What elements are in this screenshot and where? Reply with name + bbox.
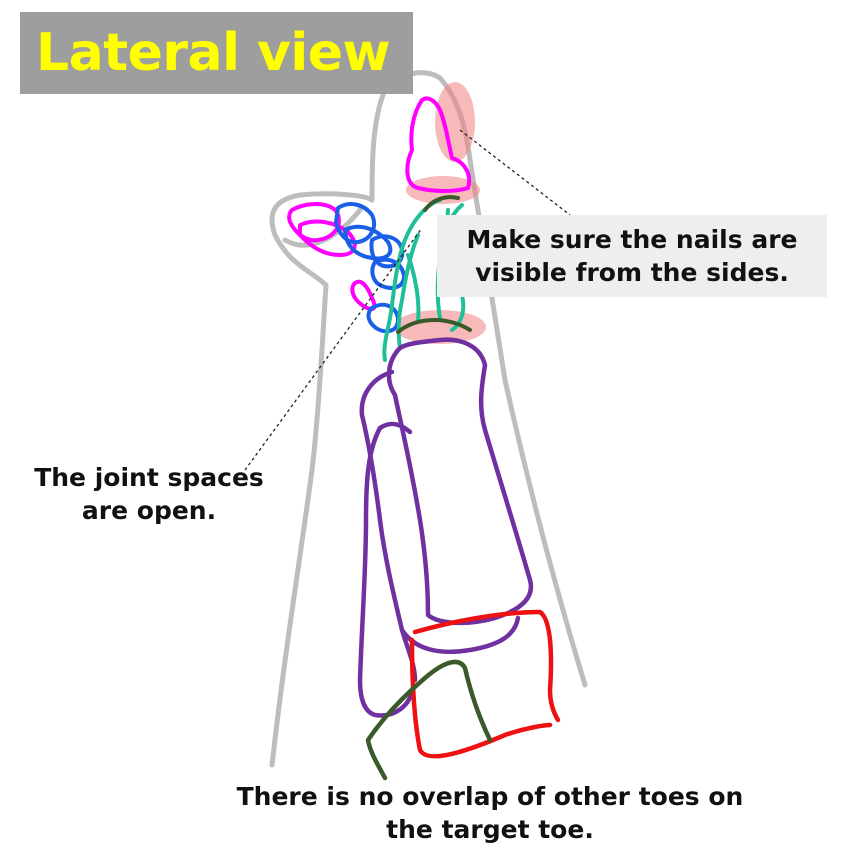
nails-callout: Make sure the nails are visible from the…	[437, 215, 827, 297]
nails-callout-line-1: Make sure the nails are	[466, 225, 798, 254]
cuneiform-bone	[409, 609, 561, 759]
other-toe-distal-phalanx-1	[287, 202, 341, 243]
joints-callout: The joint spaces are open.	[20, 461, 278, 527]
overlap-callout-line-2: the target toe.	[386, 815, 594, 844]
other-toe-middle-phalanx-5	[366, 302, 400, 334]
joints-callout-line-2: are open.	[81, 496, 217, 525]
other-toe-middle-phalanx-2	[343, 224, 393, 261]
nails-callout-line-2: visible from the sides.	[475, 258, 789, 287]
adjacent-metatarsal	[365, 659, 493, 781]
other-toe-distal-phalanx-3	[350, 279, 377, 311]
page-title: Lateral view	[36, 23, 391, 83]
target-distal-phalanx	[405, 96, 472, 193]
overlap-callout: There is no overlap of other toes on the…	[200, 780, 780, 846]
title-banner: Lateral view	[20, 12, 413, 94]
other-toe-middle-phalanx-1	[334, 202, 377, 245]
joint-cap-lines	[396, 195, 472, 334]
metatarsal-bones	[357, 337, 534, 718]
toe-skin-outline	[269, 70, 588, 768]
other-toes-phalanges	[287, 202, 406, 334]
other-toe-middle-phalanx-4	[370, 257, 406, 290]
nails-leader-line	[459, 129, 571, 216]
callout-leader-lines	[244, 129, 571, 471]
joints-callout-line-1: The joint spaces	[34, 463, 264, 492]
joints-leader-line	[244, 227, 423, 471]
nail-highlight	[435, 82, 475, 162]
overlap-callout-line-1: There is no overlap of other toes on	[236, 782, 744, 811]
